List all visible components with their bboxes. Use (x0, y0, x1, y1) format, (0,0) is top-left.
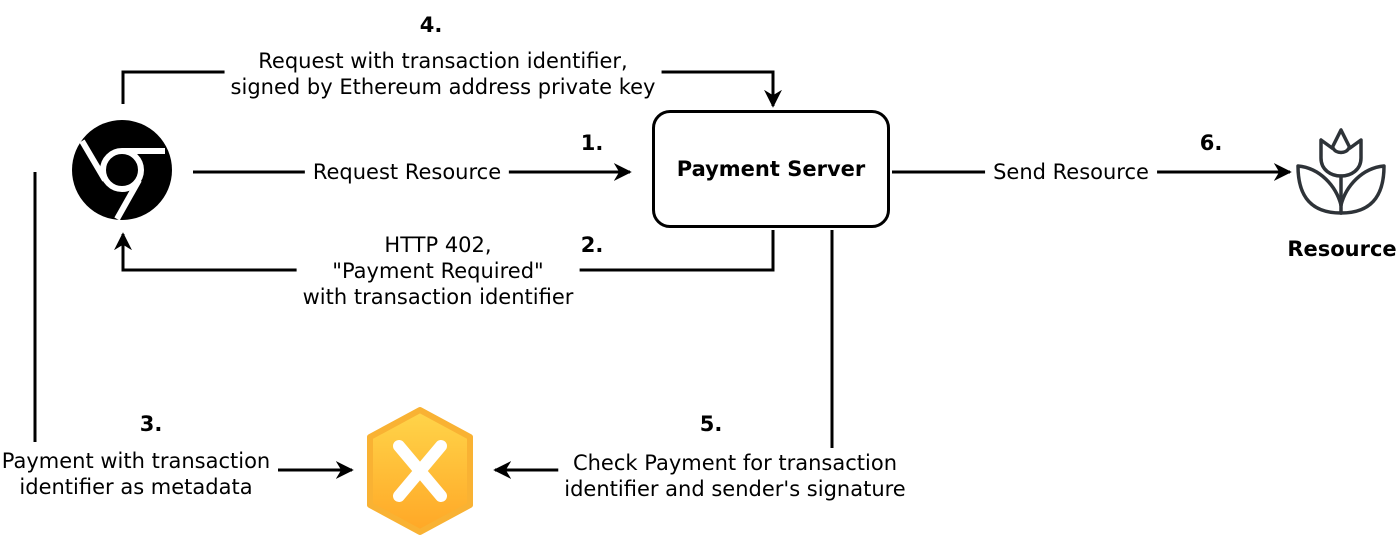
x-coin-ledger-icon (367, 407, 473, 535)
step6-label: Send Resource (985, 159, 1157, 185)
step2-label-line2: "Payment Required" (332, 259, 544, 283)
step5-label-line2: identifier and sender's signature (564, 477, 906, 501)
payment-server-label: Payment Server (676, 157, 866, 181)
step3-label: Payment with transaction identifier as m… (0, 448, 275, 500)
step5-number: 5. (699, 412, 723, 436)
step4-label-line1: Request with transaction identifier, (258, 49, 628, 73)
step2-number: 2. (580, 233, 604, 257)
step4-label-line2: signed by Ethereum address private key (230, 75, 656, 99)
step3-label-line1: Payment with transaction (1, 449, 271, 473)
step4-label: Request with transaction identifier, sig… (224, 48, 662, 100)
step3-label-line2: identifier as metadata (19, 475, 253, 499)
step5-label-line1: Check Payment for transaction (572, 451, 898, 475)
tulip-flower-icon (1296, 128, 1386, 215)
step2-label-line3: with transaction identifier (302, 285, 574, 309)
step1-number: 1. (580, 131, 604, 155)
step4-number: 4. (419, 13, 443, 37)
resource-label: Resource (1287, 237, 1397, 261)
step2-label-line1: HTTP 402, (384, 233, 492, 257)
step1-label: Request Resource (304, 159, 510, 185)
step3-number: 3. (139, 412, 163, 436)
step5-label: Check Payment for transaction identifier… (558, 450, 912, 502)
step2-label: HTTP 402, "Payment Required" with transa… (296, 232, 580, 310)
payment-server-box: Payment Server (652, 110, 890, 228)
step6-number: 6. (1199, 131, 1223, 155)
chrome-browser-icon (72, 120, 172, 221)
